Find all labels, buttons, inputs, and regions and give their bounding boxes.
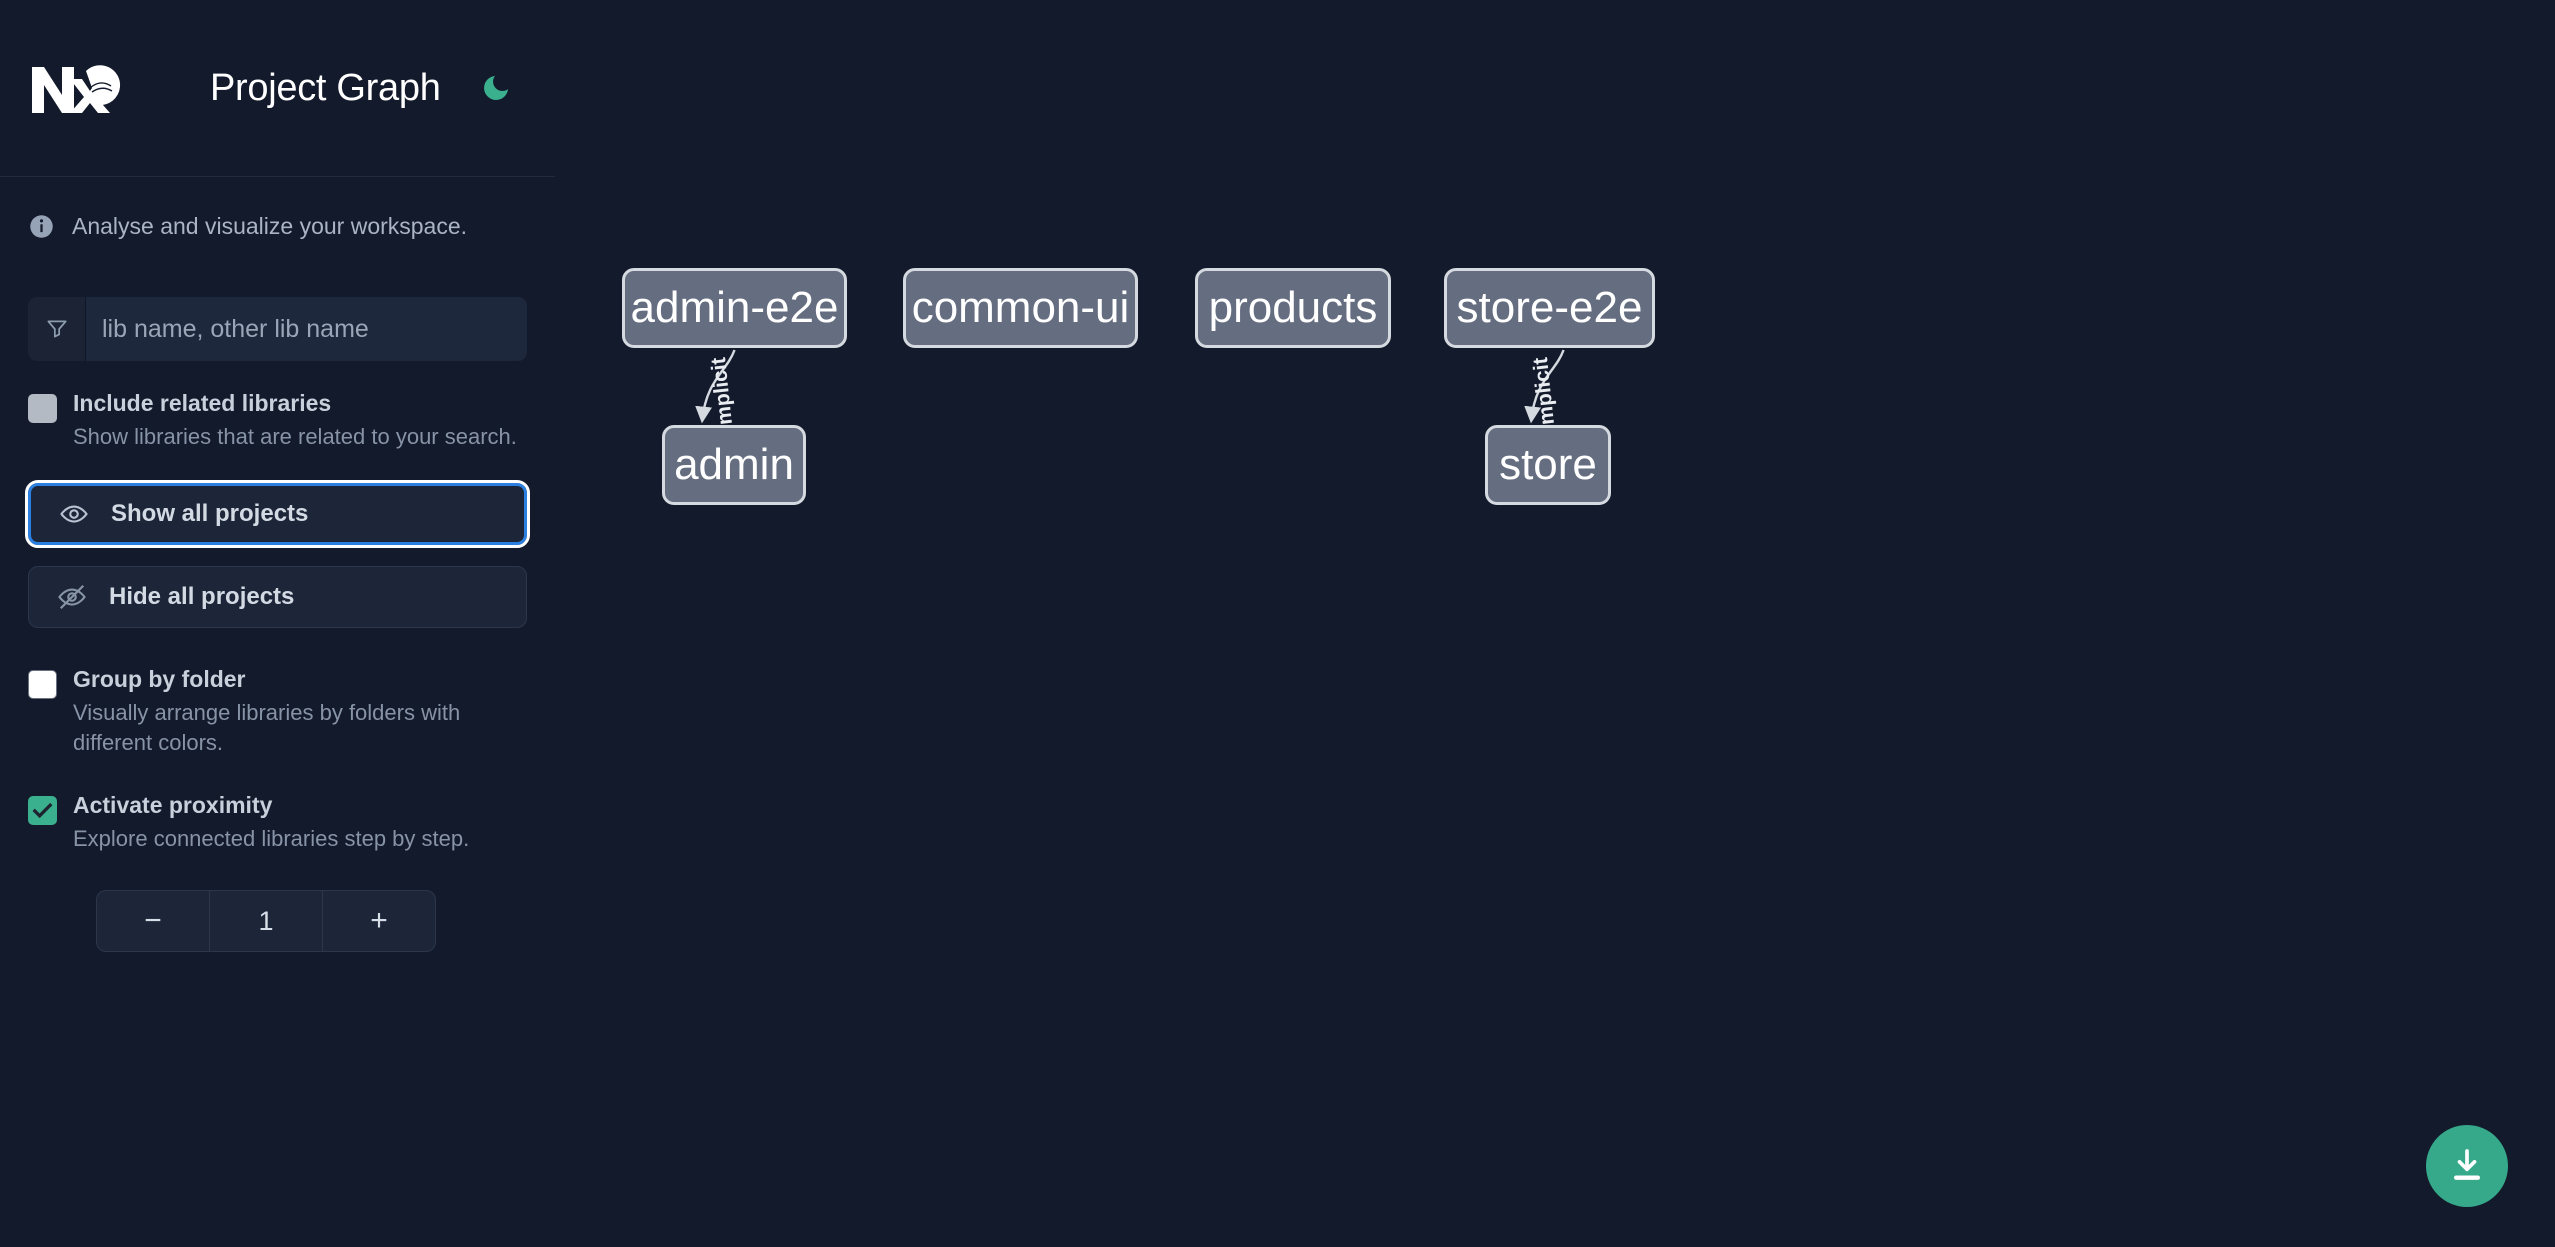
option-title: Activate proximity (73, 792, 273, 818)
option-activate-proximity[interactable]: Activate proximity Explore connected lib… (28, 790, 527, 854)
graph-edges (695, 349, 1565, 424)
option-text-group: Activate proximity Explore connected lib… (73, 790, 527, 854)
sidebar: Project Graph Analyse and visualize your… (0, 0, 555, 1247)
option-text-group: Include related libraries Show libraries… (73, 388, 527, 452)
project-graph-canvas[interactable]: implicit implicit admin-e2e common-ui pr… (555, 0, 2555, 1247)
stepper-decrement-button[interactable]: − (144, 904, 162, 937)
page-title: Project Graph (210, 66, 441, 109)
option-title: Include related libraries (73, 390, 332, 416)
graph-node-products[interactable]: products (1195, 268, 1391, 348)
option-text-group: Group by folder Visually arrange librari… (73, 664, 527, 758)
info-icon (28, 213, 55, 240)
graph-node-common-ui[interactable]: common-ui (903, 268, 1138, 348)
sidebar-header: Project Graph (0, 0, 555, 177)
download-button[interactable] (2426, 1125, 2508, 1207)
graph-node-store-e2e[interactable]: store-e2e (1444, 268, 1655, 348)
option-description: Visually arrange libraries by folders wi… (73, 700, 461, 755)
show-all-projects-button[interactable]: Show all projects (25, 480, 530, 548)
nx-logo (28, 57, 124, 119)
graph-node-admin[interactable]: admin (662, 425, 806, 505)
sidebar-body: Analyse and visualize your workspace. In… (0, 177, 555, 952)
include-related-libraries-checkbox[interactable] (28, 394, 57, 423)
option-group-by-folder[interactable]: Group by folder Visually arrange librari… (28, 664, 527, 758)
search-input[interactable] (86, 297, 527, 361)
hide-all-projects-button[interactable]: Hide all projects (28, 566, 527, 628)
option-include-related-libraries[interactable]: Include related libraries Show libraries… (28, 388, 527, 452)
hide-all-projects-label: Hide all projects (109, 583, 295, 610)
filter-field[interactable] (28, 297, 527, 361)
show-all-projects-label: Show all projects (111, 500, 309, 527)
moon-icon[interactable] (475, 67, 517, 109)
graph-node-store[interactable]: store (1485, 425, 1611, 505)
stepper-increment-button[interactable]: + (322, 891, 435, 951)
group-by-folder-checkbox[interactable] (28, 670, 57, 699)
stepper-value: 1 (209, 891, 322, 951)
eye-icon (59, 499, 89, 529)
option-description: Explore connected libraries step by step… (73, 826, 470, 851)
activate-proximity-checkbox[interactable] (28, 796, 57, 825)
funnel-icon (28, 297, 86, 361)
download-icon (2447, 1146, 2487, 1186)
graph-node-admin-e2e[interactable]: admin-e2e (622, 268, 847, 348)
proximity-stepper[interactable]: − 1 + (96, 890, 436, 952)
edge-label-implicit: implicit (1528, 356, 1560, 432)
eye-off-icon (57, 582, 87, 612)
option-description: Show libraries that are related to your … (73, 424, 517, 449)
edge-label-implicit: implicit (706, 356, 738, 432)
info-text: Analyse and visualize your workspace. (72, 213, 468, 239)
workspace-info: Analyse and visualize your workspace. (28, 177, 527, 240)
option-title: Group by folder (73, 666, 246, 692)
